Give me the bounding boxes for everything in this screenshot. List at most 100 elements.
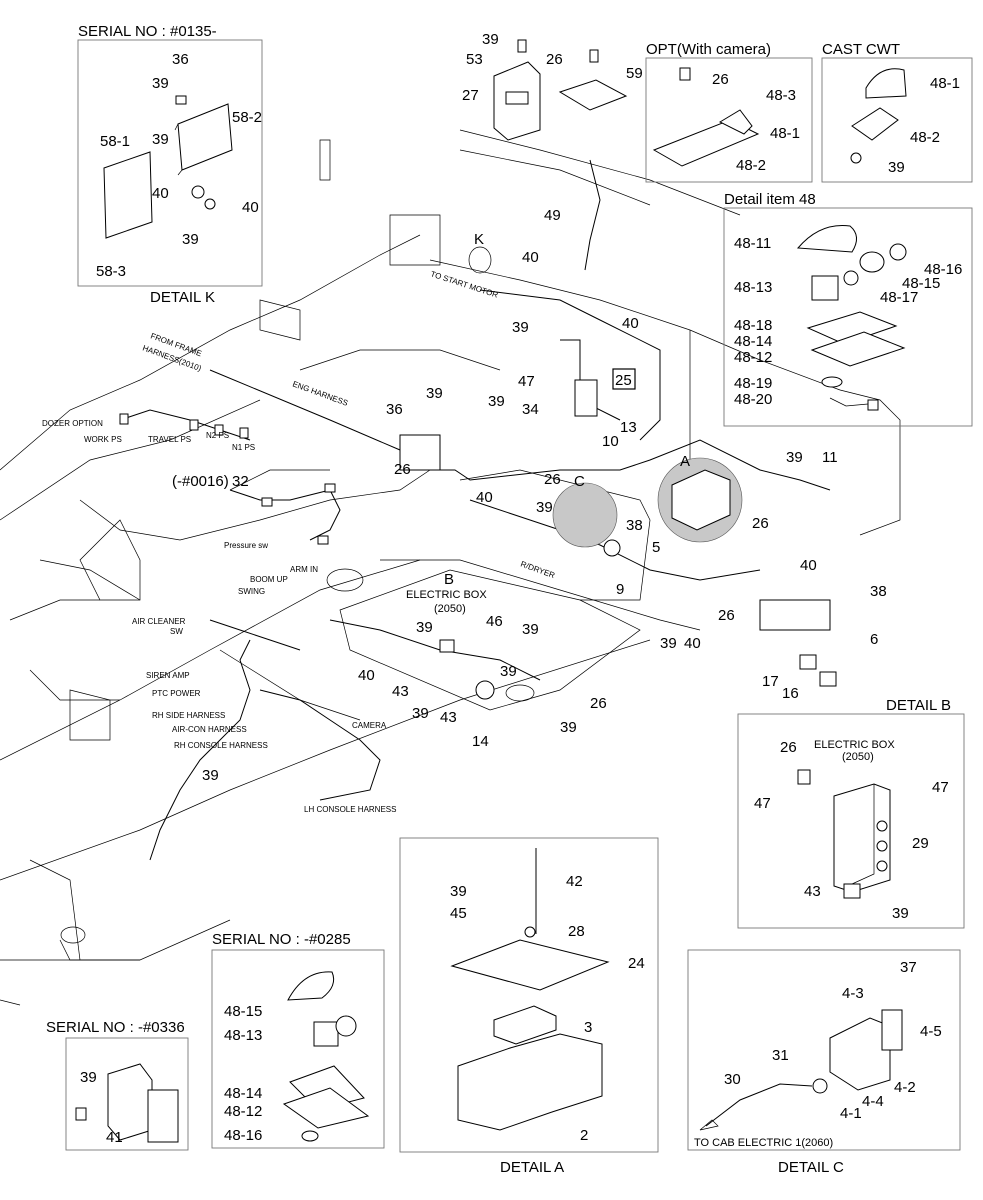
- serial-0336-panel: SERIAL NO : -#0336 39 41: [46, 1019, 189, 1151]
- callout-48-13: 48-13: [224, 1027, 262, 1044]
- to-cab-electric-note: TO CAB ELECTRIC 1(2060): [694, 1137, 833, 1149]
- callout-26: 26: [394, 461, 411, 478]
- label-rh-console-harness: RH CONSOLE HARNESS: [174, 741, 268, 750]
- callout-3: 3: [584, 1019, 592, 1036]
- label-serial-0016: (-#0016): [172, 473, 229, 490]
- callout-48-1: 48-1: [930, 75, 960, 92]
- callout-48-18: 48-18: [734, 317, 772, 334]
- callout-31: 31: [772, 1047, 789, 1064]
- callout-48-14: 48-14: [224, 1085, 262, 1102]
- callout-26: 26: [546, 51, 563, 68]
- callout-26: 26: [718, 607, 735, 624]
- detail-a-caption: DETAIL A: [500, 1159, 564, 1176]
- callout-26: 26: [752, 515, 769, 532]
- callout-39: 39: [892, 905, 909, 922]
- callout-58-3: 58-3: [96, 263, 126, 280]
- callout-39: 39: [660, 635, 677, 652]
- callout-39: 39: [488, 393, 505, 410]
- callout-40: 40: [684, 635, 701, 652]
- callout-48-2: 48-2: [736, 157, 766, 174]
- callout-29: 29: [912, 835, 929, 852]
- callout-27: 27: [462, 87, 479, 104]
- label-boom-up: BOOM UP: [250, 575, 288, 584]
- label-arm-in: ARM IN: [290, 565, 318, 574]
- callout-42: 42: [566, 873, 583, 890]
- callout-47: 47: [518, 373, 535, 390]
- label-rh-side-harness: RH SIDE HARNESS: [152, 711, 225, 720]
- callout-46: 46: [486, 613, 503, 630]
- callout-39: 39: [482, 31, 499, 48]
- callout-39: 39: [202, 767, 219, 784]
- callout-48-12: 48-12: [224, 1103, 262, 1120]
- callout-25: 25: [615, 372, 632, 389]
- callout-48-2: 48-2: [910, 129, 940, 146]
- callout-17: 17: [762, 673, 779, 690]
- callout-58-1: 58-1: [100, 133, 130, 150]
- callout-48-13: 48-13: [734, 279, 772, 296]
- callout-39: 39: [786, 449, 803, 466]
- callout-30: 30: [724, 1071, 741, 1088]
- callout-36: 36: [172, 51, 189, 68]
- callout-43: 43: [804, 883, 821, 900]
- label-electric-box-number: (2050): [434, 603, 466, 615]
- detail-b-panel: DETAIL B ELECTRIC BOX (2050) 26 47 47 29…: [737, 697, 965, 929]
- electric-box-title: ELECTRIC BOX: [814, 739, 895, 751]
- callout-40: 40: [800, 557, 817, 574]
- callout-48-15: 48-15: [902, 275, 940, 292]
- callout-40: 40: [522, 249, 539, 266]
- callout-48-12: 48-12: [734, 349, 772, 366]
- callout-41: 41: [106, 1129, 123, 1146]
- callout-38: 38: [870, 583, 887, 600]
- label-air-cleaner: AIR CLEANER: [132, 617, 186, 626]
- callout-40: 40: [358, 667, 375, 684]
- detail-c-panel: DETAIL C TO CAB ELECTRIC 1(2060) 37 4-3 …: [687, 949, 961, 1176]
- callout-40: 40: [242, 199, 259, 216]
- callout-4-3: 4-3: [842, 985, 864, 1002]
- serial-0285-panel: SERIAL NO : -#0285 48-15 48-13 48-14 48-…: [211, 931, 385, 1149]
- callout-48-11: 48-11: [734, 235, 771, 252]
- detail-b-caption: DETAIL B: [886, 697, 951, 714]
- callout-10: 10: [602, 433, 619, 450]
- callout-45: 45: [450, 905, 467, 922]
- callout-26: 26: [590, 695, 607, 712]
- callout-48-19: 48-19: [734, 375, 772, 392]
- callout-26: 26: [544, 471, 561, 488]
- callout-48-14: 48-14: [734, 333, 772, 350]
- detail-c-caption: DETAIL C: [778, 1159, 844, 1176]
- callout-16: 16: [782, 685, 799, 702]
- callout-40: 40: [476, 489, 493, 506]
- callout-24: 24: [628, 955, 645, 972]
- callout-39: 39: [80, 1069, 97, 1086]
- callout-2: 2: [580, 1127, 588, 1144]
- callout-39: 39: [182, 231, 199, 248]
- callout-c: C: [574, 473, 585, 490]
- detail-k-caption: DETAIL K: [150, 289, 215, 306]
- callout-48-16: 48-16: [924, 261, 962, 278]
- callout-b: B: [444, 571, 454, 588]
- callout-39: 39: [500, 663, 517, 680]
- callout-43: 43: [440, 709, 457, 726]
- label-eng-harness: ENG HARNESS: [291, 379, 349, 407]
- label-siren-amp: SIREN AMP: [146, 671, 190, 680]
- detail-item-48-panel: Detail item 48 48-11 48-16 48-15 48-13 4…: [723, 191, 973, 427]
- label-r-dryer: R/DRYER: [519, 559, 556, 580]
- callout-4-1: 4-1: [840, 1105, 862, 1122]
- label-travel-ps: TRAVEL PS: [148, 435, 191, 444]
- label-swing: SWING: [238, 587, 265, 596]
- callout-39: 39: [152, 75, 169, 92]
- top-parts: [493, 39, 628, 141]
- callout-39: 39: [450, 883, 467, 900]
- callout-k: K: [474, 231, 484, 248]
- callout-26: 26: [712, 71, 729, 88]
- callout-4-5: 4-5: [920, 1023, 942, 1040]
- serial-0285-header: SERIAL NO : -#0285: [212, 931, 351, 948]
- callout-49: 49: [544, 207, 561, 224]
- callout-4-4: 4-4: [862, 1093, 884, 1110]
- label-to-start-motor: TO START MOTOR: [429, 269, 499, 299]
- callout-39: 39: [522, 621, 539, 638]
- callout-39: 39: [426, 385, 443, 402]
- callout-14: 14: [472, 733, 489, 750]
- callout-48-3: 48-3: [766, 87, 796, 104]
